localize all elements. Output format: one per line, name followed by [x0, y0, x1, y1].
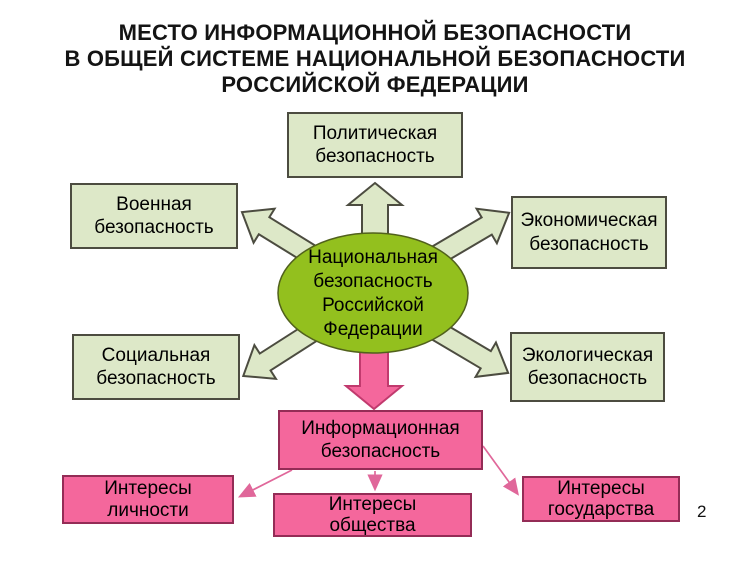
node-political-label: Политическая безопасность — [312, 122, 438, 167]
slide-title: МЕСТО ИНФОРМАЦИОННОЙ БЕЗОПАСНОСТИ В ОБЩЕ… — [0, 20, 750, 98]
title-line-2: В ОБЩЕЙ СИСТЕМЕ НАЦИОНАЛЬНОЙ БЕЗОПАСНОСТ… — [64, 46, 686, 71]
national-security-label: Национальная безопасность Российской Фед… — [308, 247, 438, 340]
node-state-interests: Интересы государства — [522, 476, 680, 522]
page-number: 2 — [697, 502, 707, 521]
node-information-label: Информационная безопасность — [301, 417, 460, 462]
node-society-interests: Интересы общества — [273, 493, 472, 537]
national-security-ellipse — [277, 232, 469, 354]
node-society-label: Интересы общества — [328, 493, 417, 536]
node-state-label: Интересы государства — [547, 477, 655, 520]
node-military-security: Военная безопасность — [70, 183, 238, 249]
node-information-security: Информационная безопасность — [278, 410, 483, 470]
node-ecological-security: Экологическая безопасность — [510, 332, 665, 402]
node-personal-interests: Интересы личности — [62, 475, 234, 524]
node-social-security: Социальная безопасность — [72, 334, 240, 400]
node-ecological-label: Экологическая безопасность — [521, 344, 654, 389]
node-political-security: Политическая безопасность — [287, 112, 463, 178]
node-social-label: Социальная безопасность — [96, 344, 216, 389]
node-economic-security: Экономическая безопасность — [511, 196, 667, 269]
connector-to-state — [482, 445, 519, 496]
node-military-label: Военная безопасность — [94, 193, 214, 238]
connector-to-personal — [237, 469, 293, 498]
node-economic-label: Экономическая безопасность — [520, 210, 658, 255]
title-line-1: МЕСТО ИНФОРМАЦИОННОЙ БЕЗОПАСНОСТИ — [118, 20, 632, 45]
title-line-3: РОССИЙСКОЙ ФЕДЕРАЦИИ — [221, 72, 529, 97]
node-personal-label: Интересы личности — [104, 478, 192, 521]
